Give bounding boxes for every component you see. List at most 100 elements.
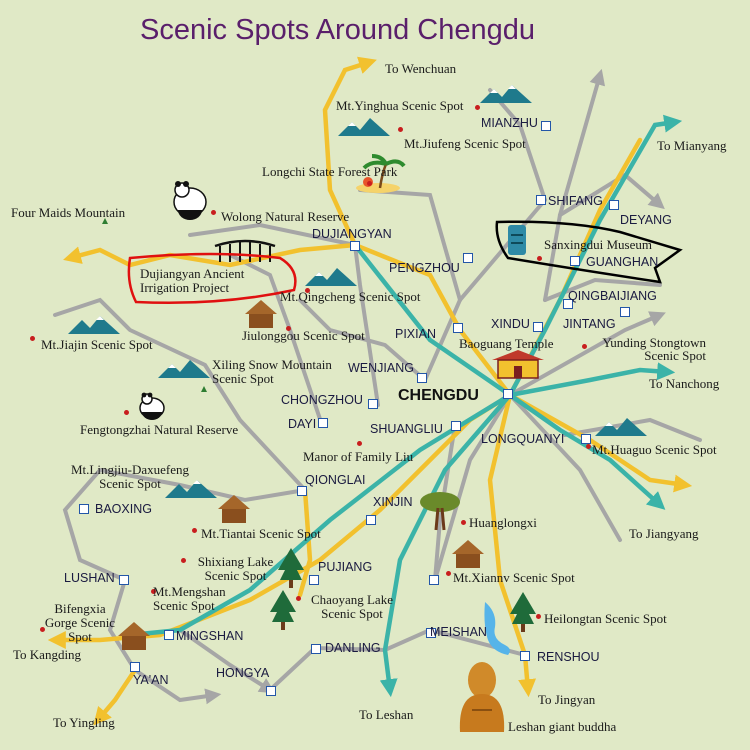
city-label-pengzhou: PENGZHOU — [389, 261, 460, 275]
city-label-jintang: JINTANG — [563, 317, 616, 331]
city-marker — [164, 630, 174, 640]
city-label-xindu: XINDU — [491, 317, 530, 331]
spot-marker — [124, 410, 129, 415]
city-marker — [350, 241, 360, 251]
spot-marker — [582, 344, 587, 349]
city-marker — [368, 399, 378, 409]
spot-label-longchi: Longchi State Forest Park — [262, 164, 398, 179]
city-marker — [79, 504, 89, 514]
destination-wenchuan: To Wenchuan — [385, 61, 457, 76]
city-label-qingbaijiang: QINGBAIJIANG — [568, 289, 657, 303]
city-label-dujiangyan: DUJIANGYAN — [312, 227, 392, 241]
city-marker-chengdu — [503, 389, 513, 399]
map-title: Scenic Spots Around Chengdu — [140, 14, 535, 46]
city-label-mingshan: MINGSHAN — [176, 629, 244, 643]
spot-label-sanxingdui: Sanxingdui Museum — [544, 237, 652, 252]
city-label-dayi: DAYI — [288, 417, 317, 431]
mountain-peak-icon — [201, 386, 207, 392]
city-marker — [620, 307, 630, 317]
destination-kangding: To Kangding — [13, 647, 82, 662]
mountain-peak-icon — [102, 218, 108, 224]
destination-jingyan: To Jingyan — [538, 692, 596, 707]
city-marker — [311, 644, 321, 654]
city-marker — [536, 195, 546, 205]
city-marker — [429, 575, 439, 585]
city-marker — [563, 299, 573, 309]
destination-jiangyang: To Jiangyang — [629, 526, 699, 541]
city-marker — [609, 200, 619, 210]
spot-label-bifengxia: Bifengxia Gorge Scenic Spot — [44, 601, 116, 644]
annotation-black-loop — [495, 220, 683, 284]
destination-nanchong: To Nanchong — [649, 376, 720, 391]
spot-label-jiajin: Mt.Jiajin Scenic Spot — [41, 337, 153, 352]
mask-icon — [508, 225, 526, 255]
local-roads — [53, 68, 702, 705]
city-marker — [130, 662, 140, 672]
city-marker — [426, 628, 436, 638]
city-label-pujiang: PUJIANG — [318, 560, 373, 574]
spot-marker — [398, 127, 403, 132]
city-label-shuangliu: SHUANGLIU — [370, 422, 443, 436]
city-marker — [581, 434, 591, 444]
spot-label-huanglongxi: Huanglongxi — [469, 515, 537, 530]
spot-marker — [536, 614, 541, 619]
city-marker — [520, 651, 530, 661]
city-label-wenjiang: WENJIANG — [348, 361, 414, 375]
city-marker — [417, 373, 427, 383]
city-label-yaan: YA'AN — [133, 673, 169, 687]
annotation-red-loop — [127, 252, 297, 305]
spot-label-xiannv: Mt.Xiannv Scenic Spot — [453, 570, 575, 585]
city-label-lushan: LUSHAN — [64, 571, 115, 585]
spot-label-tiantai: Mt.Tiantai Scenic Spot — [201, 526, 321, 541]
city-marker — [463, 253, 473, 263]
spot-marker — [537, 256, 542, 261]
city-marker — [451, 421, 461, 431]
spot-label-huaguo: Mt.Huaguo Scenic Spot — [592, 442, 717, 457]
city-marker — [541, 121, 551, 131]
spot-marker — [446, 571, 451, 576]
panda-icon — [139, 181, 207, 420]
spot-marker — [40, 627, 45, 632]
city-label-chengdu: CHENGDU — [398, 387, 479, 404]
spot-marker — [461, 520, 466, 525]
city-label-hongya: HONGYA — [216, 666, 270, 680]
destination-leshan: To Leshan — [359, 707, 414, 722]
city-marker — [366, 515, 376, 525]
spot-marker — [30, 336, 35, 341]
spot-marker — [151, 589, 156, 594]
spot-marker — [211, 210, 216, 215]
spot-marker — [286, 326, 291, 331]
city-marker — [309, 575, 319, 585]
spot-marker — [586, 444, 591, 449]
spot-label-leshan-buddha: Leshan giant buddha — [508, 719, 617, 734]
city-label-renshou: RENSHOU — [537, 650, 600, 664]
city-marker — [297, 486, 307, 496]
spot-label-mengshan: Mt.Mengshan Scenic Spot — [153, 584, 226, 613]
city-marker — [318, 418, 328, 428]
city-label-longquanyi: LONGQUANYI — [481, 432, 565, 446]
spot-label-fengtongzhai: Fengtongzhai Natural Reserve — [80, 422, 239, 437]
city-label-chongzhou: CHONGZHOU — [281, 393, 363, 407]
destination-mianyang: To Mianyang — [657, 138, 727, 153]
city-label-shifang: SHIFANG — [548, 194, 603, 208]
temple-icon — [492, 350, 544, 379]
spot-label-dujiangyan-irrigation: Dujiangyan Ancient Irrigation Project — [140, 266, 245, 295]
city-label-baoxing: BAOXING — [95, 502, 152, 516]
lake-icon — [484, 602, 510, 655]
spot-label-chaoyang: Chaoyang Lake Scenic Spot — [311, 592, 393, 621]
spot-label-lingjiu: Mt.Lingjiu-Daxuefeng Scenic Spot — [70, 462, 190, 491]
city-label-xinjin: XINJIN — [373, 495, 413, 509]
city-label-meishan: MEISHAN — [430, 625, 487, 639]
spot-marker — [305, 288, 310, 293]
tree-icons — [270, 492, 536, 632]
destination-yingling: To Yingling — [53, 715, 115, 730]
hut-icons — [118, 300, 484, 650]
city-label-guanghan: GUANGHAN — [586, 255, 659, 269]
spot-label-wolong: Wolong Natural Reserve — [221, 209, 350, 224]
spot-label-family-liu: Manor of Family Liu — [303, 449, 414, 464]
city-marker — [570, 256, 580, 266]
city-label-deyang: DEYANG — [620, 213, 672, 227]
mountain-icons — [68, 85, 647, 498]
city-marker — [119, 575, 129, 585]
